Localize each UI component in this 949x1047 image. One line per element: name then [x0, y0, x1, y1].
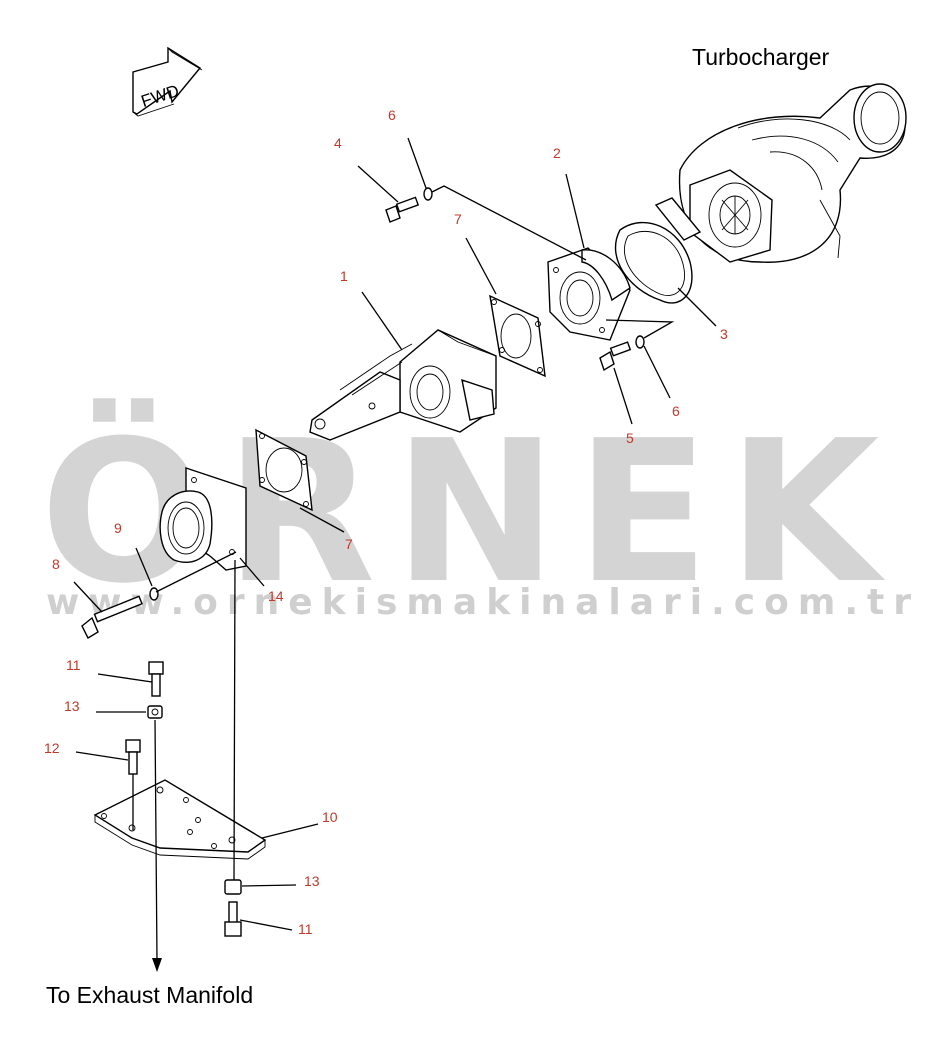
gasket-square-upper: [489, 294, 546, 378]
callout-2: 2: [553, 145, 561, 161]
bolt-12: [125, 739, 141, 775]
fwd-arrow-icon: FWD: [132, 46, 203, 117]
callout-11b: 11: [298, 921, 313, 937]
washer-9: [149, 587, 159, 601]
callout-7b: 7: [345, 536, 353, 552]
washer-6-lower: [635, 335, 645, 349]
watermark-url: www.ornekismakinalari.com.tr: [46, 582, 920, 623]
nut-13-upper: [147, 705, 163, 719]
callout-12: 12: [44, 740, 60, 756]
exhaust-valve-body: [309, 329, 497, 441]
callout-9: 9: [114, 520, 122, 536]
callout-6b: 6: [672, 403, 680, 419]
callout-11a: 11: [66, 657, 81, 673]
callout-10: 10: [322, 809, 338, 825]
callout-3: 3: [720, 326, 728, 342]
assembly-lines: [132, 185, 675, 972]
gasket-square-lower: [255, 428, 313, 512]
callout-8: 8: [52, 556, 60, 572]
bolt-8: [81, 595, 143, 639]
callout-labels: 1 2 3 4 5 6 6 7 7 8 9 10 11 11 12 13 13 …: [44, 107, 728, 937]
bolt-11-lower: [224, 901, 242, 937]
washer-6-upper: [423, 187, 433, 201]
leader-lines: [73, 137, 717, 931]
callout-13b: 13: [304, 873, 320, 889]
bolt-5: [599, 341, 632, 372]
bracket-plate: [93, 779, 267, 860]
callout-13a: 13: [64, 698, 80, 714]
callout-1: 1: [340, 268, 348, 284]
bolt-11-upper: [148, 661, 164, 697]
callout-7a: 7: [454, 211, 462, 227]
nut-13-lower: [224, 879, 242, 895]
bolt-4: [385, 196, 420, 223]
callout-6a: 6: [388, 107, 396, 123]
flange-adapter: [547, 247, 631, 341]
turbocharger: [654, 83, 907, 263]
caption-turbocharger: Turbocharger: [692, 44, 830, 70]
callout-14: 14: [268, 588, 284, 604]
callout-5: 5: [626, 430, 634, 446]
callout-4: 4: [334, 135, 342, 151]
caption-exhaust-manifold: To Exhaust Manifold: [46, 982, 253, 1008]
elbow-pipe: [159, 467, 247, 571]
